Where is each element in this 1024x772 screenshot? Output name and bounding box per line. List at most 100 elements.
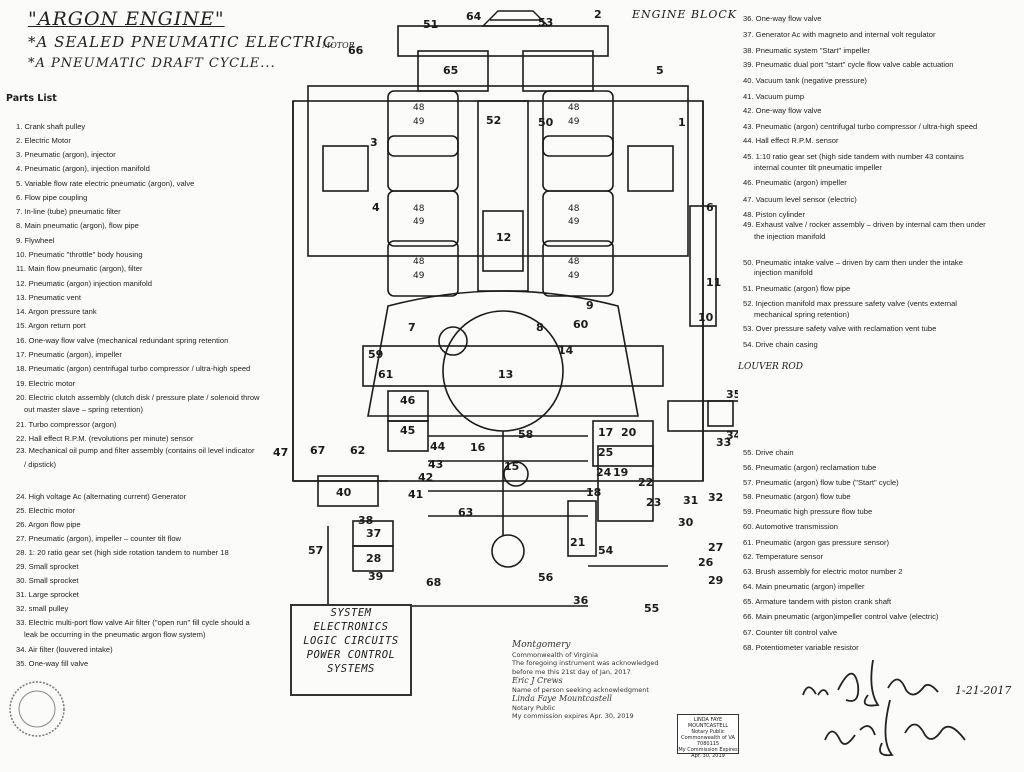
callout-27: 27	[708, 541, 723, 554]
parts-list-item: 10. Pneumatic "throttle" body housing	[16, 250, 143, 259]
callout-65: 65	[443, 64, 458, 77]
piston-group-1	[387, 90, 459, 157]
center-manifold	[477, 100, 529, 292]
notary-stamp-line: Notary Public	[691, 729, 725, 735]
callout-10: 10	[698, 311, 714, 324]
parts-list-item: 49. Exhaust valve / rocker assembly – dr…	[743, 220, 986, 229]
callout-33: 33	[716, 436, 731, 449]
parts-list-item: 32. small pulley	[16, 604, 69, 613]
gear-set-28	[352, 545, 394, 572]
piston-label-49: 49	[568, 117, 580, 127]
engine-block-label: ENGINE BLOCK	[632, 8, 737, 21]
parts-list-item: 47. Vacuum level sensor (electric)	[743, 195, 857, 204]
parts-list-item: leak be occurring in the pneumatic argon…	[24, 630, 206, 639]
notary-stamp-line: Commonwealth of VA	[681, 735, 735, 741]
parts-list-item: 65. Armature tandem with piston crank sh…	[743, 597, 892, 606]
callout-8: 8	[536, 321, 544, 334]
parts-list-title: Parts List	[6, 93, 57, 104]
signature-date: 1-21-2017	[955, 684, 1012, 697]
logic-box-line: LOGIC CIRCUITS	[303, 635, 399, 647]
parts-list-item: 44. Hall effect R.P.M. sensor	[743, 136, 839, 145]
parts-list-item: 28. 1: 20 ratio gear set (high side rota…	[16, 548, 229, 557]
engine-schematic: 64 53 2 51 65 66 5 52 12 7 8 9 60 14 13 …	[273, 8, 738, 615]
piston-label-49: 49	[413, 271, 425, 281]
callout-7: 7	[408, 321, 416, 334]
callout-24: 24	[596, 466, 612, 479]
callout-2: 2	[594, 8, 602, 21]
parts-list-item: 59. Pneumatic high pressure flow tube	[743, 507, 873, 516]
parts-list-item: the injection manifold	[754, 232, 826, 241]
notary-stamp-line: LINDA FAYE MOUNTCASTELL	[687, 717, 729, 729]
callout-22: 22	[638, 476, 653, 489]
callout-32: 32	[708, 491, 723, 504]
callout-31: 31	[683, 494, 698, 507]
piston-group-6	[542, 190, 614, 247]
parts-list-item: 6. Flow pipe coupling	[16, 193, 88, 202]
callout-38: 38	[358, 514, 373, 527]
parts-list-item: 56. Pneumatic (argon) reclamation tube	[743, 463, 877, 472]
parts-list-item: 1. Crank shaft pulley	[16, 122, 86, 131]
parts-list-item: 18. Pneumatic (argon) centrifugal turbo …	[16, 364, 251, 373]
parts-list-item: 8. Main pneumatic (argon), flow pipe	[16, 221, 139, 230]
notary-expiry: My commission expires Apr. 30, 2019	[512, 711, 634, 720]
louver-intake-34	[667, 400, 738, 432]
parts-list-item: 68. Potentiometer variable resistor	[743, 643, 859, 652]
parts-list-item: 13. Pneumatic vent	[16, 293, 82, 302]
piston-label-48: 48	[413, 257, 425, 267]
parts-list-item: 23. Mechanical oil pump and filter assem…	[16, 446, 255, 455]
parts-list-item: 27. Pneumatic (argon), impeller – counte…	[16, 534, 182, 543]
logic-box-line: SYSTEM	[330, 607, 372, 619]
piston-group-5	[387, 190, 459, 247]
side-box-left	[322, 145, 369, 192]
callout-19: 19	[613, 466, 628, 479]
callout-59: 59	[368, 348, 383, 361]
parts-list-item: mechanical spring retention)	[754, 310, 850, 319]
callout-55: 55	[644, 602, 659, 615]
parts-list-item: 37. Generator Ac with magneto and intern…	[743, 30, 936, 39]
callout-13: 13	[498, 368, 513, 381]
callout-43: 43	[428, 458, 443, 471]
parts-list-item: / dipstick)	[24, 460, 57, 469]
callout-44: 44	[430, 440, 446, 453]
notary-commonwealth: Commonwealth of Virginia	[512, 651, 598, 660]
parts-list-item: 5. Variable flow rate electric pneumatic…	[16, 179, 195, 188]
parts-list-item: 29. Small sprocket	[16, 562, 79, 571]
callout-36: 36	[573, 594, 589, 607]
bevel-impeller-64	[481, 10, 550, 27]
parts-list-item: 11. Main flow pneumatic (argon), filter	[16, 264, 143, 273]
parts-list-item: 26. Argon flow pipe	[16, 520, 81, 529]
piston-label-49: 49	[413, 217, 425, 227]
parts-list-item: 33. Electric multi-port flow valve Air f…	[16, 618, 250, 627]
parts-list-item: 22. Hall effect R.P.M. (revolutions per …	[16, 434, 194, 443]
callout-23: 23	[646, 496, 661, 509]
notary-stamp-line: My Commission Expires Apr. 30, 2019	[678, 747, 738, 759]
callout-57: 57	[308, 544, 323, 557]
parts-list-item: 66. Main pneumatic (argon)impeller contr…	[743, 612, 939, 621]
title-argon-engine: "ARGON ENGINE"	[28, 8, 225, 30]
parts-list-item: 30. Small sprocket	[16, 576, 79, 585]
callout-66: 66	[348, 44, 364, 57]
callout-12: 12	[496, 231, 511, 244]
parts-list-item: 42. One-way flow valve	[743, 106, 822, 115]
parts-list-item: 50. Pneumatic intake valve – driven by c…	[743, 258, 963, 267]
callout-35: 35	[726, 388, 738, 401]
callout-63: 63	[458, 506, 473, 519]
impeller-box	[522, 50, 594, 92]
piston-label-48: 48	[413, 204, 425, 214]
notary-stamp-line: 7080115	[696, 741, 720, 747]
callout-60: 60	[573, 318, 589, 331]
callout-62: 62	[350, 444, 365, 457]
piston-label-48: 48	[568, 204, 580, 214]
parts-list-item: 15. Argon return port	[16, 321, 86, 330]
parts-list-item: 64. Main pneumatic (argon) impeller	[743, 582, 865, 591]
parts-list-item: 53. Over pressure safety valve with recl…	[743, 324, 937, 333]
logic-box-line: POWER CONTROL	[306, 649, 396, 661]
callout-14: 14	[558, 344, 574, 357]
piston-label-48: 48	[568, 257, 580, 267]
callout-16: 16	[470, 441, 486, 454]
callout-25: 25	[598, 446, 613, 459]
notary-county: Montgomery	[512, 640, 571, 650]
piston-label-49: 49	[413, 117, 425, 127]
